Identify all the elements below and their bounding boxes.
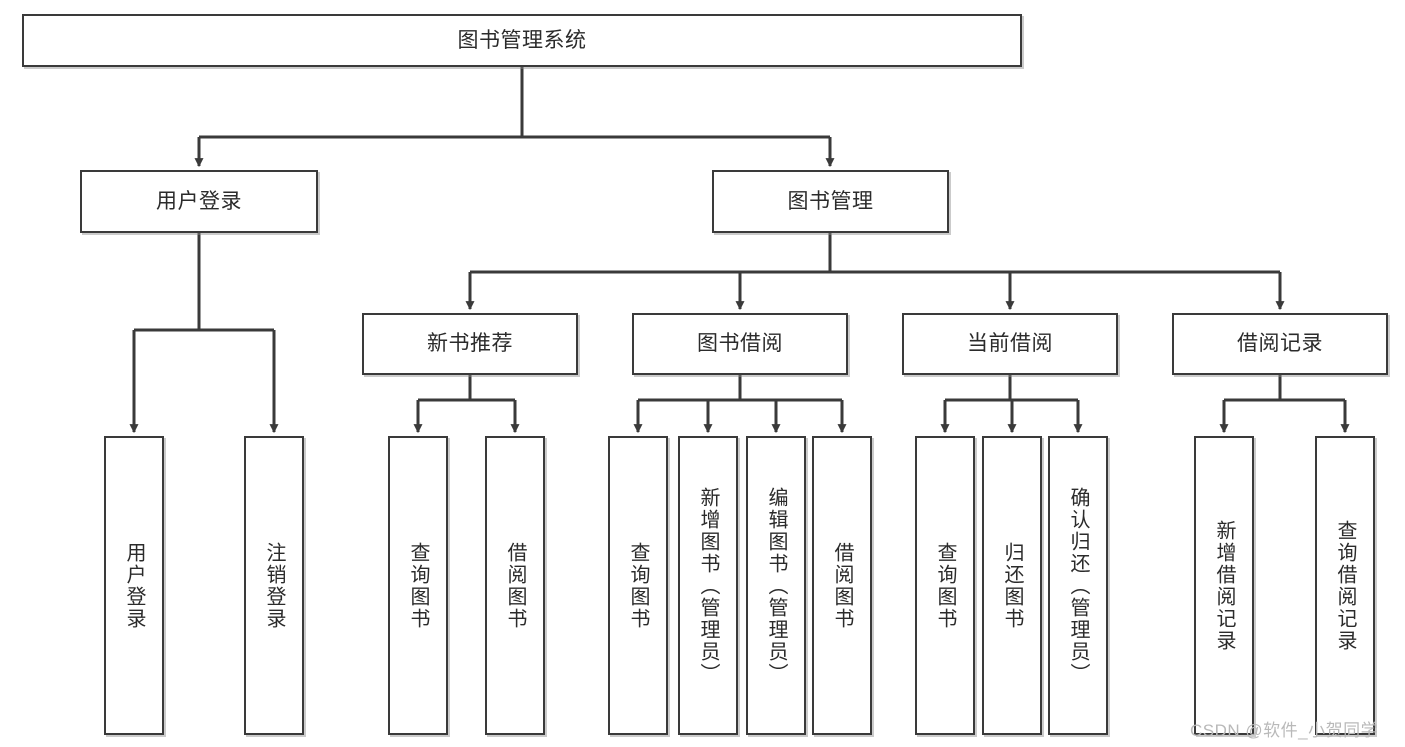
leaf-add-borrow-record-label: 新增借阅记录 [1213,519,1235,652]
leaf-borrow-book-newbook[interactable]: 借阅图书 [485,436,545,735]
leaf-user-login[interactable]: 用户登录 [104,436,164,735]
leaf-query-book-borrow-label: 查询图书 [627,541,649,630]
node-book-management[interactable]: 图书管理 [712,170,949,233]
leaf-borrow-book-newbook-label: 借阅图书 [504,541,526,630]
leaf-edit-book-admin-label: 编辑图书（管理员） [765,486,787,685]
leaf-borrow-book-label: 借阅图书 [831,541,853,630]
leaf-add-borrow-record[interactable]: 新增借阅记录 [1194,436,1254,735]
node-book-management-label: 图书管理 [787,189,874,213]
node-borrow-record-label: 借阅记录 [1237,332,1323,356]
node-root-label: 图书管理系统 [457,28,587,52]
leaf-add-book-admin[interactable]: 新增图书（管理员） [678,436,738,735]
leaf-query-book-borrow[interactable]: 查询图书 [608,436,668,735]
leaf-query-book-newbook-label: 查询图书 [407,541,429,630]
node-book-borrow[interactable]: 图书借阅 [632,313,848,375]
leaf-query-borrow-record-label: 查询借阅记录 [1334,519,1356,652]
leaf-query-book-current[interactable]: 查询图书 [915,436,975,735]
leaf-edit-book-admin[interactable]: 编辑图书（管理员） [746,436,806,735]
leaf-query-book-newbook[interactable]: 查询图书 [388,436,448,735]
leaf-query-borrow-record[interactable]: 查询借阅记录 [1315,436,1375,735]
node-new-book-recommend[interactable]: 新书推荐 [362,313,578,375]
node-borrow-record[interactable]: 借阅记录 [1172,313,1388,375]
leaf-query-book-current-label: 查询图书 [934,541,956,630]
node-user-login-label: 用户登录 [156,189,242,213]
node-user-login[interactable]: 用户登录 [80,170,318,233]
leaf-confirm-return-admin-label: 确认归还（管理员） [1067,486,1089,685]
leaf-user-login-label: 用户登录 [123,541,145,630]
leaf-confirm-return-admin[interactable]: 确认归还（管理员） [1048,436,1108,735]
node-book-borrow-label: 图书借阅 [697,332,783,356]
leaf-borrow-book[interactable]: 借阅图书 [812,436,872,735]
leaf-add-book-admin-label: 新增图书（管理员） [697,486,719,685]
node-current-borrow-label: 当前借阅 [967,332,1053,356]
node-new-book-recommend-label: 新书推荐 [427,332,513,356]
leaf-return-book[interactable]: 归还图书 [982,436,1042,735]
node-current-borrow[interactable]: 当前借阅 [902,313,1118,375]
leaf-logout[interactable]: 注销登录 [244,436,304,735]
node-root-system[interactable]: 图书管理系统 [22,14,1022,67]
leaf-return-book-label: 归还图书 [1001,541,1023,630]
leaf-logout-label: 注销登录 [263,541,285,630]
